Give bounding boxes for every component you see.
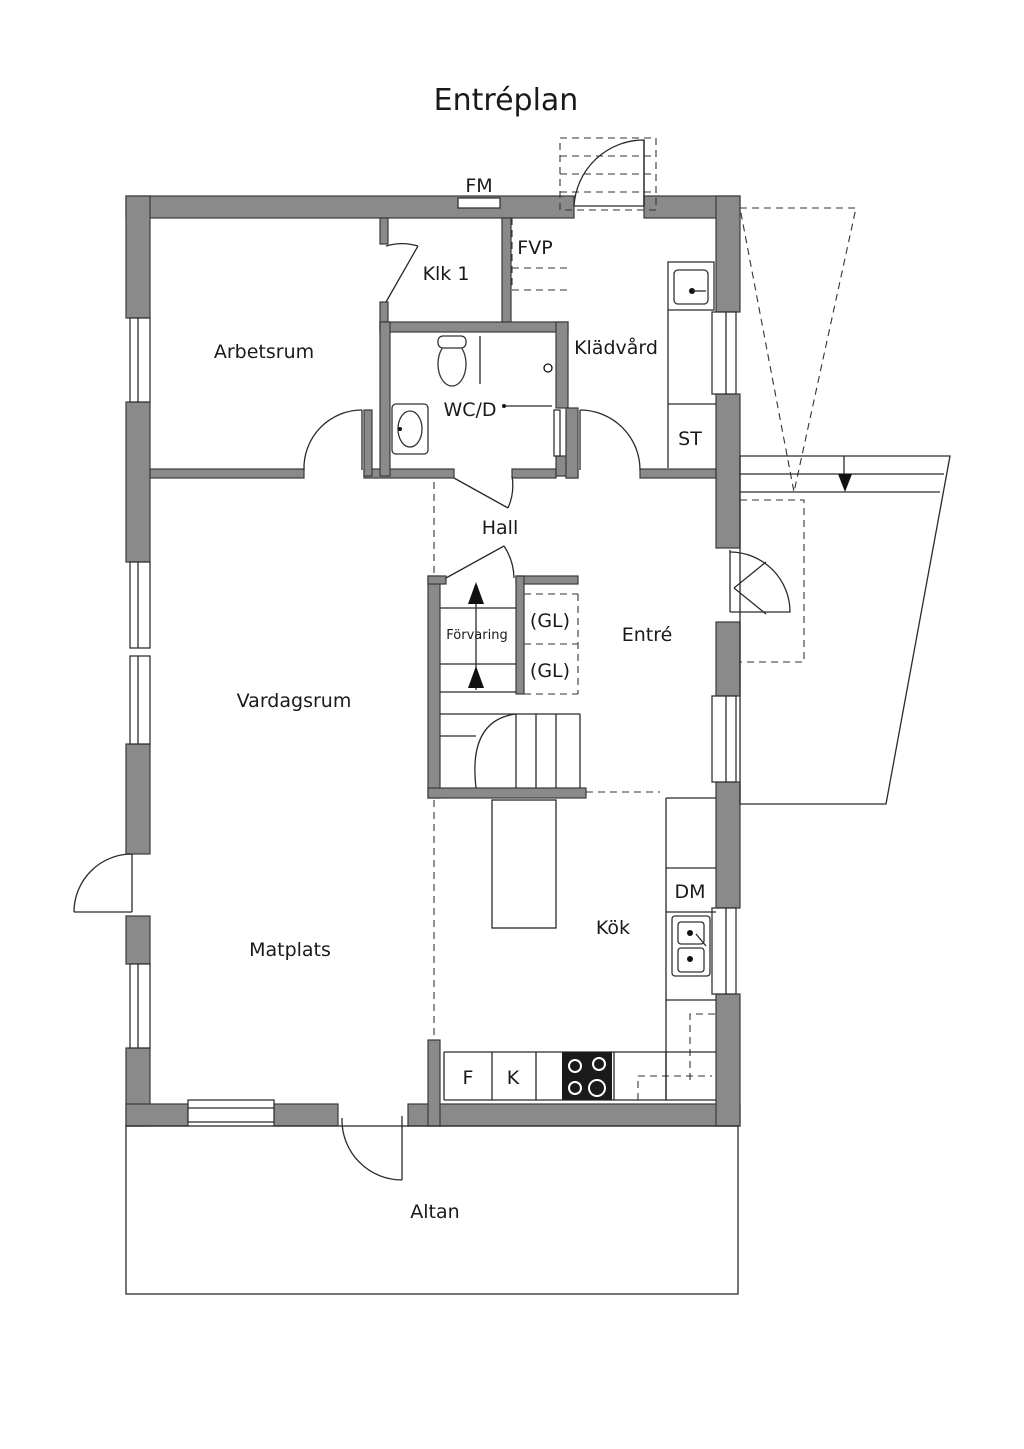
plan-title: Entréplan	[434, 83, 579, 118]
fm-label: FM	[465, 175, 492, 197]
room-label-klk: Klk 1	[423, 263, 470, 285]
room-label-vardagsrum: Vardagsrum	[237, 690, 352, 712]
stair-arrow-icon	[468, 666, 484, 688]
room-label-altan: Altan	[410, 1201, 459, 1223]
kladvard-fixtures	[511, 218, 716, 468]
doors	[73, 139, 791, 1181]
stair-arrow-icon	[468, 582, 484, 604]
kitchen-fixtures	[443, 797, 716, 1101]
room-label-kok: Kök	[596, 917, 630, 939]
wc-fixtures	[391, 335, 561, 457]
room-label-fvp: FVP	[517, 237, 552, 259]
stair	[433, 482, 660, 1040]
interior-walls	[149, 217, 717, 1127]
room-label-forvaring: Förvaring	[446, 628, 507, 643]
fm-marker	[457, 197, 501, 209]
windows	[129, 311, 737, 1123]
exterior-walls	[125, 195, 741, 1127]
room-label-arbetsrum: Arbetsrum	[214, 341, 314, 363]
room-label-gl-upper: (GL)	[530, 610, 570, 632]
door-swing-icon	[573, 139, 645, 207]
appliance-label-fridge: F	[463, 1067, 474, 1089]
room-label-dm: DM	[674, 881, 705, 903]
room-label-st: ST	[678, 428, 702, 450]
room-label-entre: Entré	[622, 624, 673, 646]
outdoor-areas	[125, 137, 951, 1295]
porch-arrow-icon	[838, 474, 852, 492]
room-label-matplats: Matplats	[249, 939, 331, 961]
room-labels: Arbetsrum Klk 1 FVP Klädvård WC/D ST Hal…	[214, 237, 706, 1223]
stove-icon	[562, 1052, 612, 1100]
room-label-hall: Hall	[482, 517, 519, 539]
appliance-label-freezer: K	[507, 1067, 520, 1089]
room-label-gl-lower: (GL)	[530, 660, 570, 682]
room-label-kladvard: Klädvård	[574, 336, 658, 359]
room-label-wc: WC/D	[443, 399, 496, 421]
sink-icon	[673, 269, 709, 305]
